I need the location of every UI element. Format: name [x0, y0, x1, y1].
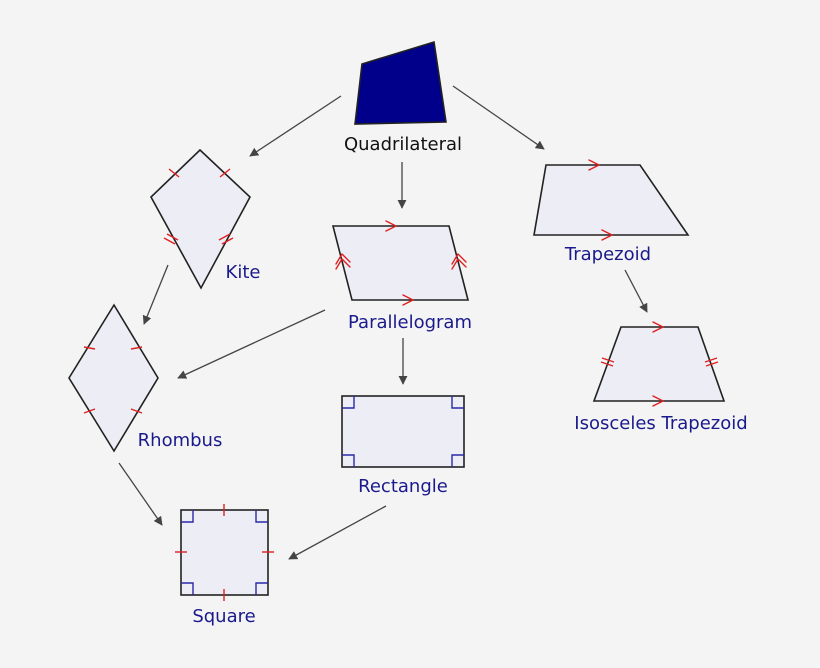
- rhombus-node: Rhombus: [68, 303, 223, 453]
- trapezoid-node: Trapezoid: [533, 159, 690, 265]
- trapezoid-parallel-marks: [588, 159, 613, 241]
- parallelogram-parallel-marks: [335, 220, 467, 306]
- square-node: Square: [175, 504, 274, 627]
- isosceles-trapezoid-shape: [592, 326, 726, 402]
- kite-node: Kite: [150, 148, 261, 290]
- rhombus-tick-marks: [83, 346, 143, 414]
- rectangle-shape: [341, 395, 465, 468]
- hierarchy-arrows: [118, 85, 648, 560]
- arrow-rectangle-to-square: [288, 505, 387, 560]
- square-shape: [180, 509, 269, 596]
- parallelogram-shape: [331, 225, 470, 301]
- rhombus-shape: [68, 303, 159, 453]
- arrow-kite-to-rhombus: [142, 264, 169, 325]
- rectangle-right-angle-marks: [342, 396, 464, 467]
- arrow-quadrilateral-to-kite: [249, 95, 342, 157]
- quadrilateral-node: Quadrilateral: [344, 40, 462, 155]
- quadrilateral-shape: [354, 40, 447, 125]
- kite-label: Kite: [226, 262, 261, 283]
- rectangle-label: Rectangle: [358, 476, 448, 497]
- trapezoid-shape: [533, 164, 690, 236]
- quadrilateral-label: Quadrilateral: [344, 134, 462, 155]
- isosceles-trapezoid-node: Isosceles Trapezoid: [574, 321, 748, 434]
- arrow-quadrilateral-to-trapezoid: [452, 85, 545, 150]
- arrow-rhombus-to-square: [118, 462, 163, 526]
- parallelogram-node: Parallelogram: [331, 220, 472, 333]
- square-right-angle-marks: [181, 510, 268, 595]
- kite-shape: [150, 148, 251, 290]
- parallelogram-label: Parallelogram: [348, 312, 472, 333]
- square-tick-marks: [175, 504, 274, 601]
- arrow-parallelogram-to-rhombus: [177, 309, 326, 379]
- kite-tick-marks: [163, 168, 234, 245]
- rectangle-node: Rectangle: [341, 395, 465, 497]
- square-label: Square: [192, 606, 255, 627]
- isosceles-trapezoid-marks: [600, 321, 719, 407]
- rhombus-label: Rhombus: [138, 430, 223, 451]
- arrow-trapezoid-to-isosceles-trapezoid: [624, 269, 648, 313]
- trapezoid-label: Trapezoid: [564, 244, 651, 265]
- isosceles-trapezoid-label: Isosceles Trapezoid: [574, 413, 747, 434]
